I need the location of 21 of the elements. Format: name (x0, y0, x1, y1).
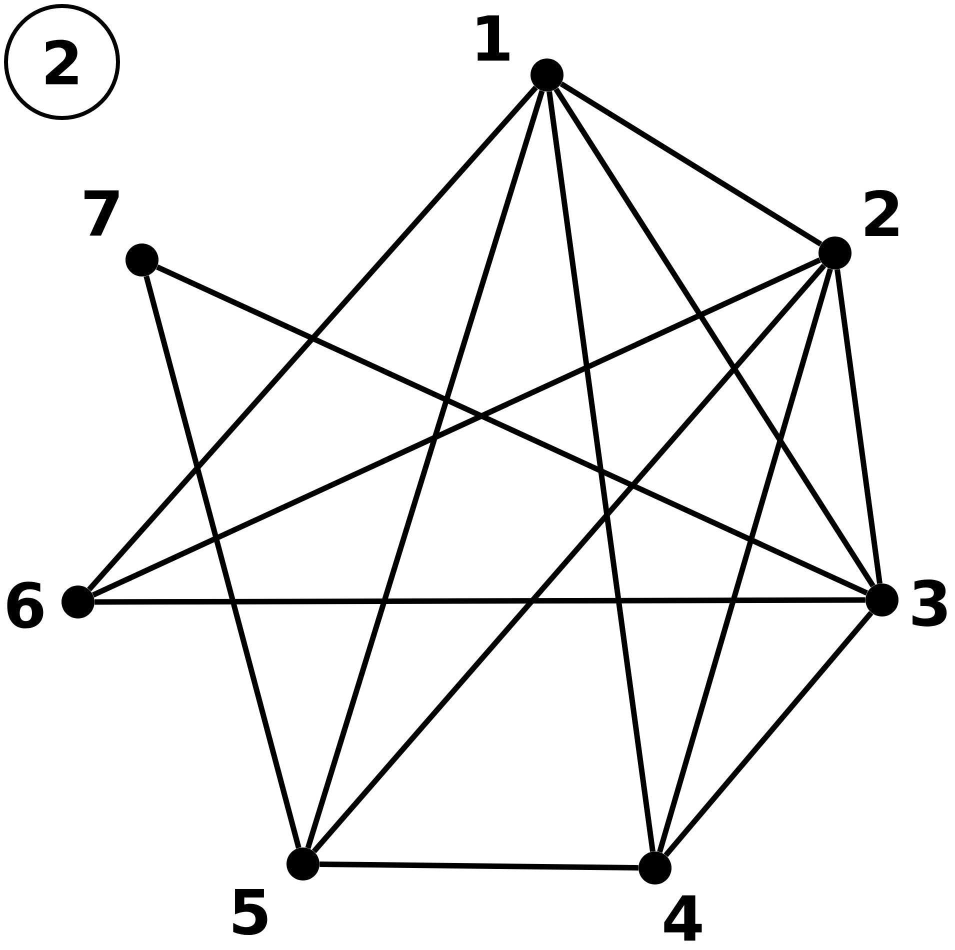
edge-line (94, 597, 866, 605)
edge-line (664, 610, 874, 858)
edge-line (92, 258, 821, 598)
vertex-label: 2 (865, 190, 898, 236)
vertex-label: 5 (233, 888, 268, 936)
vertex-label: 4 (664, 895, 702, 941)
edge-line (834, 269, 882, 584)
edge-line (560, 81, 822, 247)
edge-line (156, 264, 868, 596)
edge-line (546, 91, 656, 852)
vertex-label: 3 (912, 580, 947, 626)
edge-line (305, 90, 545, 849)
edge-line (657, 268, 833, 853)
vertex-label: 6 (7, 582, 44, 628)
edge-line (144, 275, 302, 849)
edge-line (320, 861, 638, 871)
edge-line (554, 88, 876, 588)
edge-line (312, 264, 826, 854)
vertex-label: 1 (477, 15, 510, 61)
edge-line (87, 86, 538, 592)
vertex-label: 7 (84, 190, 119, 236)
